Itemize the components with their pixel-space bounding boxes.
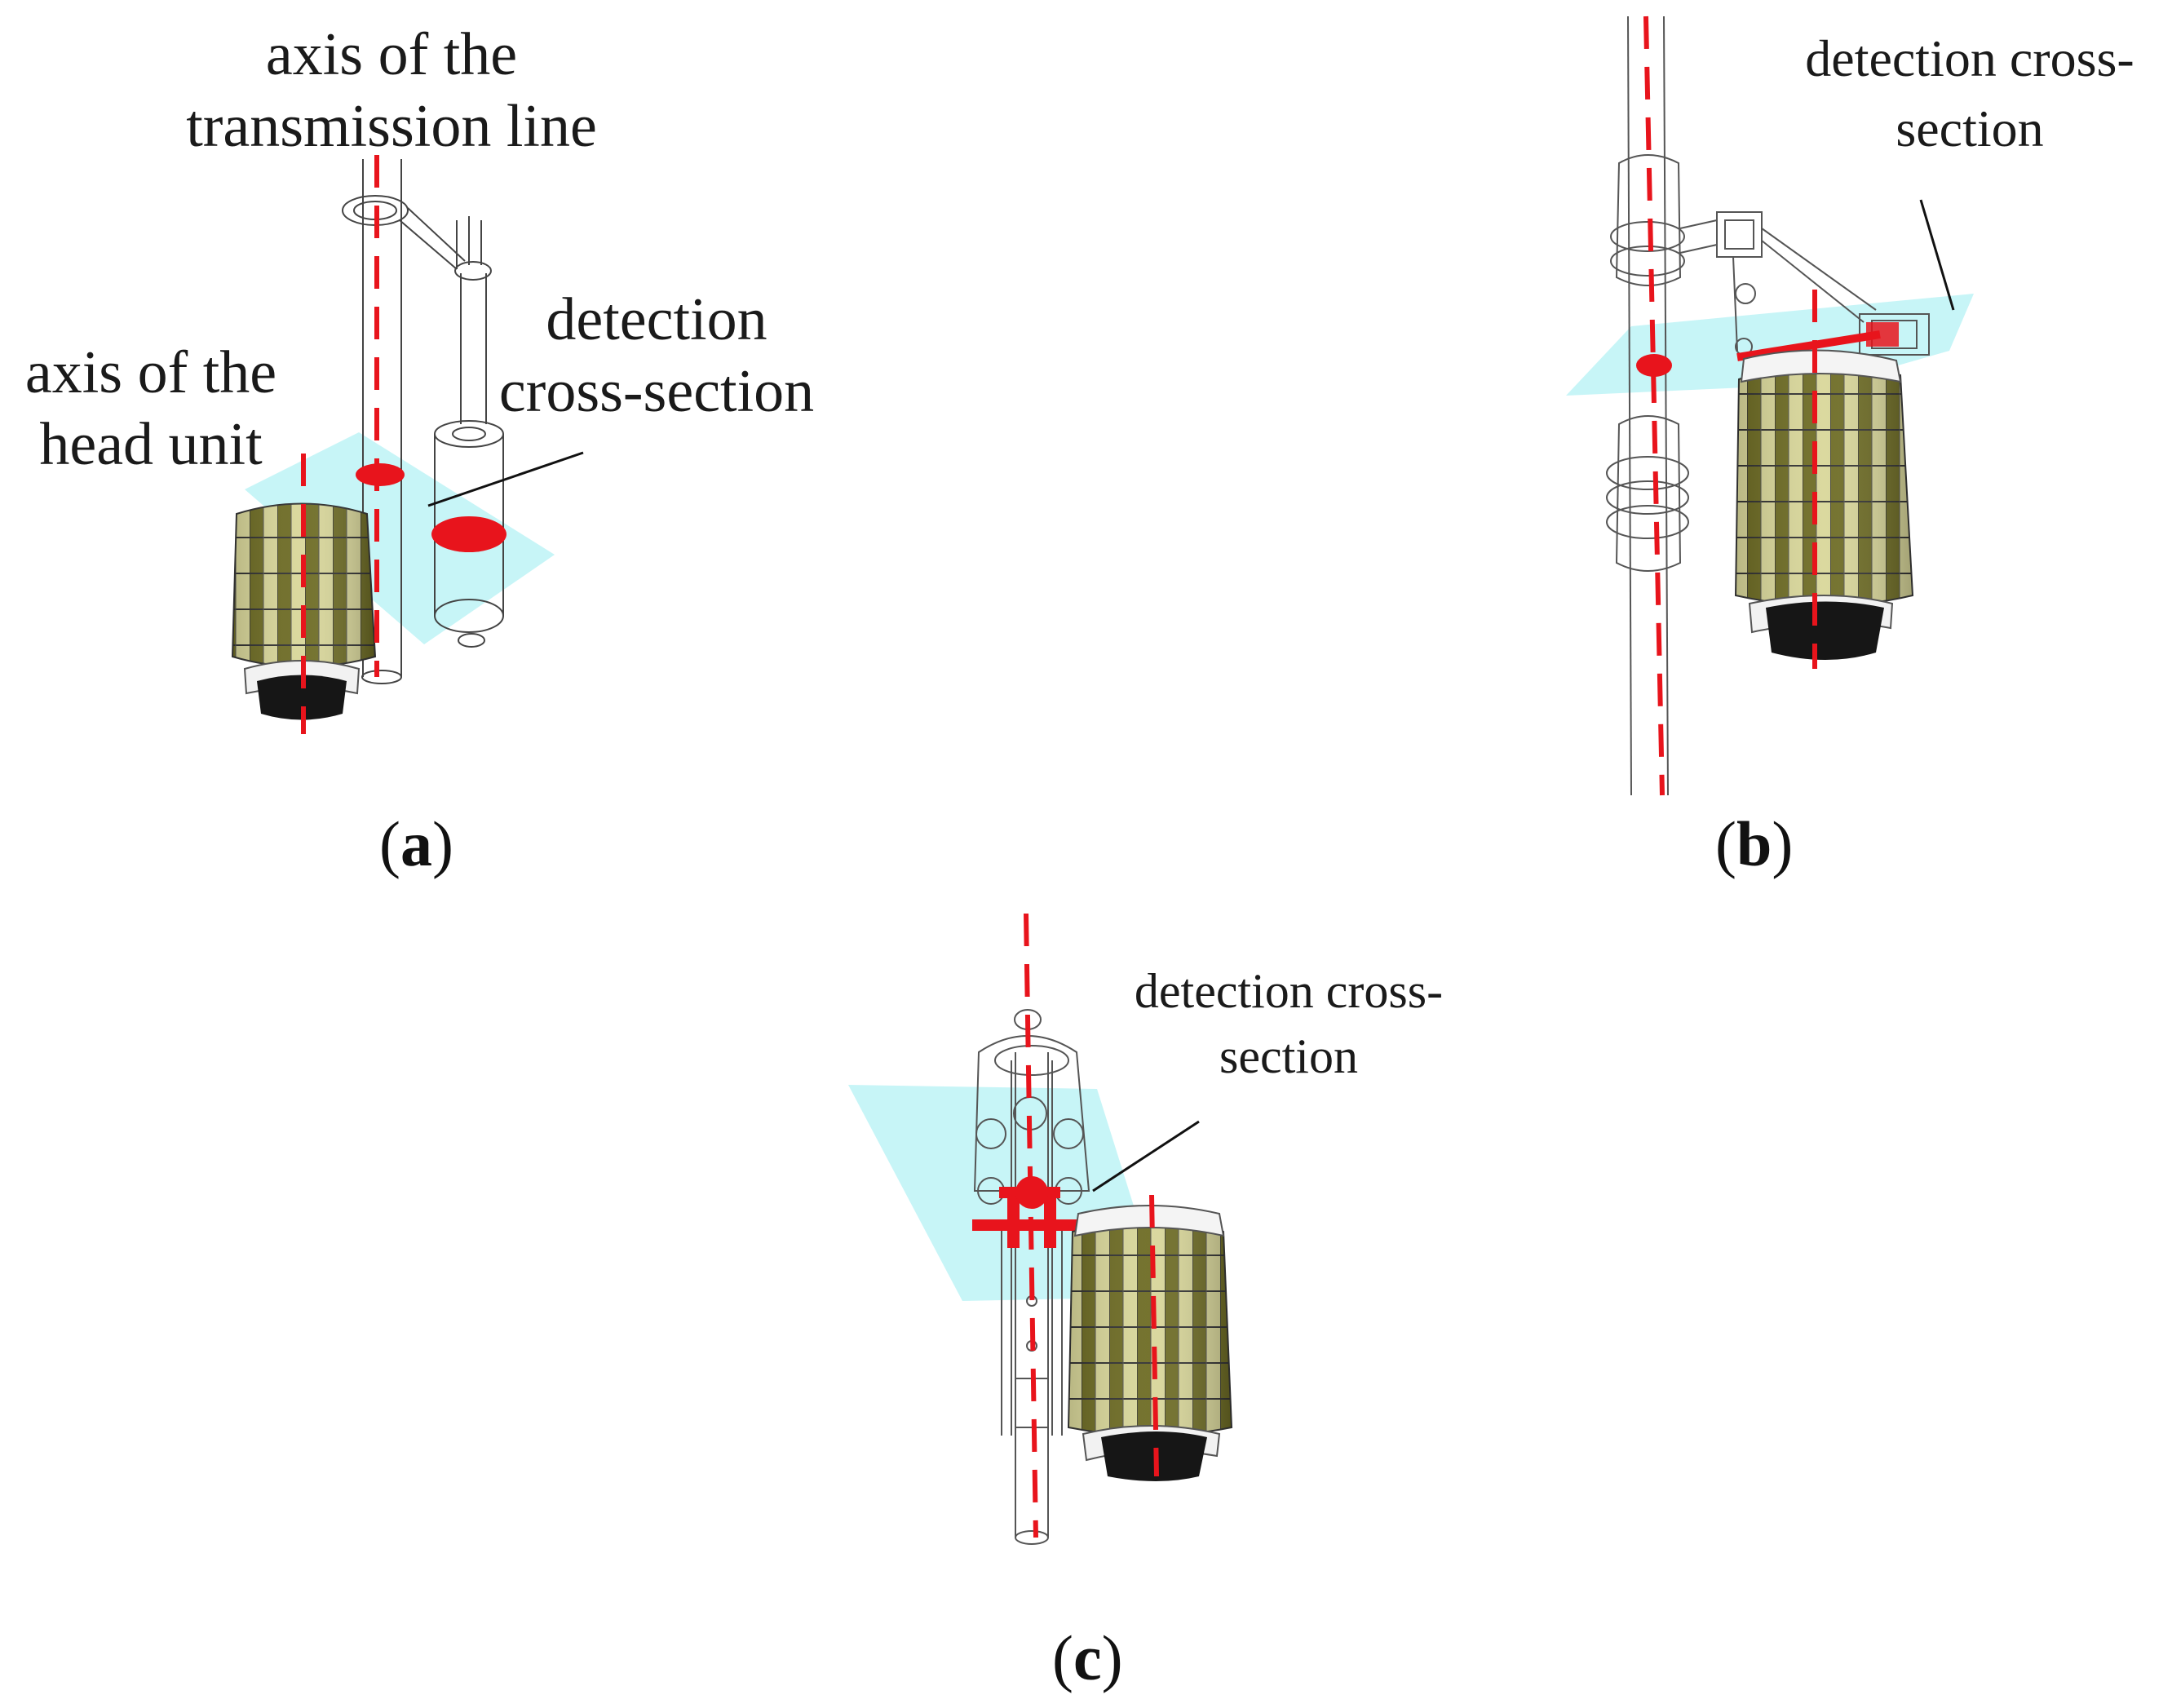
detection-arm [1736,330,1881,361]
caption-open: ( [1715,808,1736,879]
label-line-2: head unit [39,411,263,478]
detection-bracket [1866,322,1899,347]
label-line-2: transmission line [186,93,597,160]
pointer-line-detection [427,451,584,507]
head-unit [1067,1205,1233,1481]
caption-open: ( [1052,1622,1073,1693]
label-line-1: axis of the [265,21,518,88]
detection-cross-section-marker [431,516,507,552]
axis-cross-section-marker [356,463,405,486]
detection-bracket [972,1176,1086,1248]
panel-b [1566,15,1974,796]
caption-letter: b [1736,808,1772,879]
pointer-line-detection [1092,1120,1200,1193]
label-axis-transmission-line: axis of the transmission line [147,24,636,157]
axis-line-head-unit [1149,1194,1159,1477]
label-detection-cross-section: detection cross- section [1770,33,2170,155]
panel-c [848,913,1233,1545]
axis-cross-section-marker [1636,354,1672,377]
label-line-2: section [1896,100,2044,157]
label-detection-cross-section: detection cross-section [473,290,840,422]
caption-close: ) [1101,1622,1123,1693]
label-line-1: detection cross- [1134,964,1444,1018]
caption-close: ) [431,808,453,879]
label-detection-cross-section: detection cross- section [1117,967,1460,1081]
label-line-1: detection cross- [1805,29,2134,87]
caption-letter: a [400,808,432,879]
label-line-2: section [1219,1029,1358,1083]
caption-c: (c) [1052,1622,1123,1695]
label-line-1: axis of the [24,339,277,406]
transmission-line-tube [342,159,504,684]
caption-open: ( [379,808,400,879]
caption-letter: c [1073,1622,1102,1693]
label-line-2: cross-section [498,358,815,425]
label-line-1: detection [546,286,767,353]
axis-line-transmission [1024,913,1038,1538]
detection-plane [245,432,555,644]
panel-a [231,155,584,734]
head-unit [1734,349,1914,660]
pointer-line-detection [1919,199,1955,311]
caption-close: ) [1772,808,1794,879]
caption-b: (b) [1715,808,1793,881]
axis-line-transmission [1643,15,1665,796]
label-axis-head-unit: axis of the head unit [0,343,302,475]
caption-a: (a) [379,808,453,881]
transmission-line-tube [1606,15,1930,796]
